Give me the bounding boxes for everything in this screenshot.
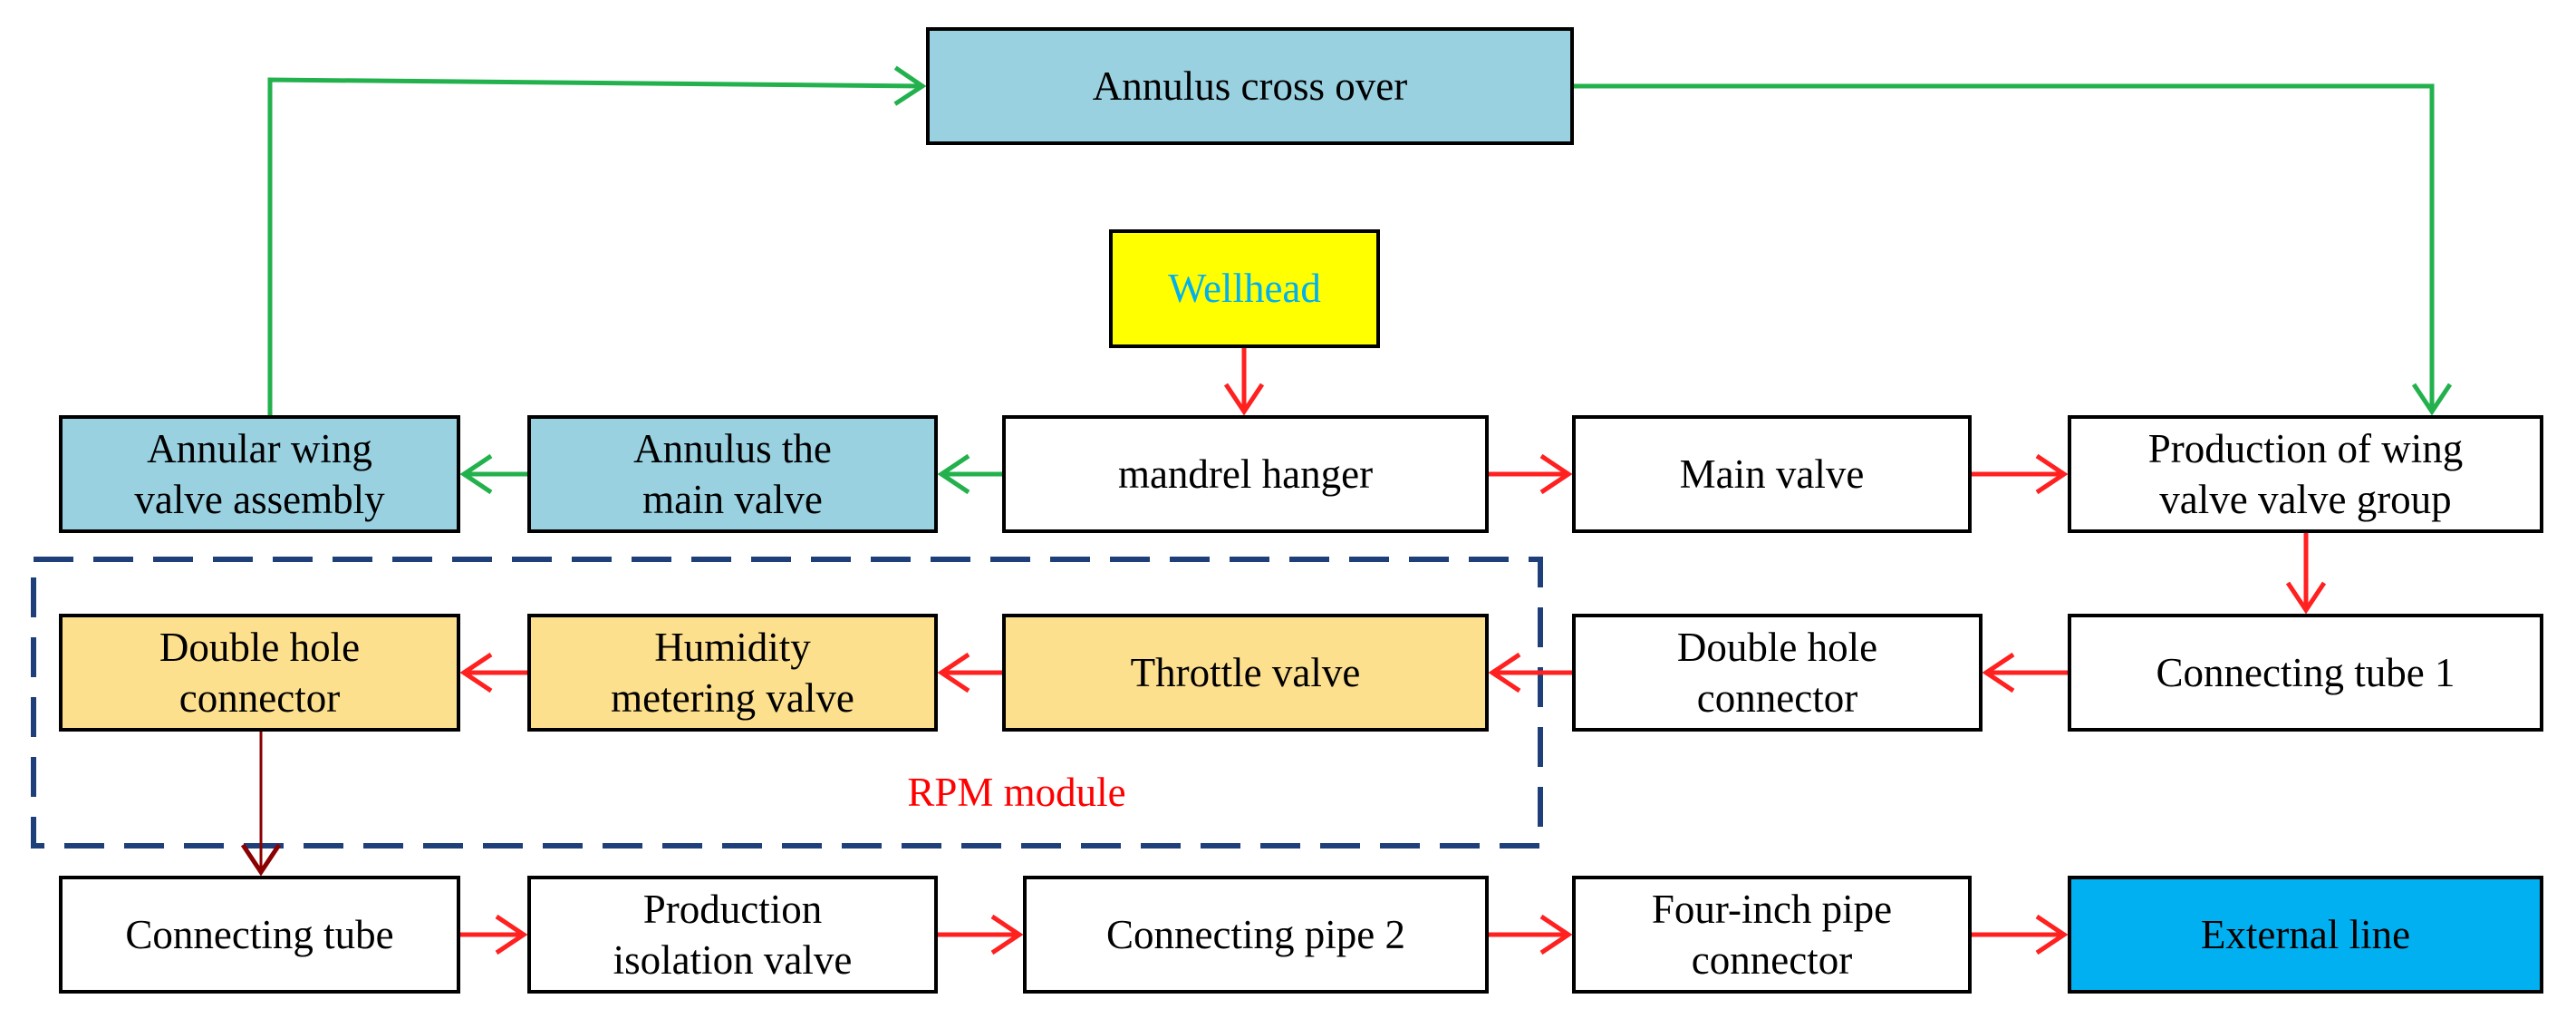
- edge-double-hole-connector-to-throttle-valve: [1488, 652, 1572, 693]
- rpm-module-label-text: RPM module: [907, 770, 1126, 815]
- node-label: Humidity metering valve: [611, 624, 854, 721]
- node-double-hole-connector-rpm: Double hole connector: [59, 614, 460, 732]
- node-mandrel-hanger: mandrel hanger: [1002, 415, 1489, 533]
- node-label: mandrel hanger: [1117, 451, 1374, 497]
- node-label: Production of wing valve valve group: [2147, 425, 2464, 522]
- node-production-wing-valve-group: Production of wing valve valve group: [2068, 415, 2543, 533]
- node-wellhead: Wellhead: [1109, 229, 1380, 348]
- node-label: External line: [2200, 911, 2411, 957]
- rpm-module-boundary: [31, 557, 1543, 849]
- node-label: Annulus cross over: [1092, 63, 1408, 109]
- arrow-head: [495, 914, 528, 955]
- arrow-head: [990, 914, 1024, 955]
- node-double-hole-connector: Double hole connector: [1572, 614, 1983, 732]
- edge-wellhead-to-mandrel-hanger: [1223, 348, 1265, 416]
- edge-annular-wing-valve-assembly-to-annulus-cross-over: [267, 65, 927, 415]
- edge-line: [267, 77, 923, 415]
- node-external-line: External line: [2068, 876, 2543, 994]
- node-humidity-metering-valve: Humidity metering valve: [527, 614, 938, 732]
- edge-line: [1574, 83, 2435, 412]
- arrow-head: [2285, 581, 2327, 615]
- edge-main-valve-to-production-wing-valve-group: [1972, 453, 2069, 495]
- arrow-head: [240, 843, 282, 877]
- arrow-head: [1539, 914, 1573, 955]
- node-main-valve: Main valve: [1572, 415, 1972, 533]
- arrow-head: [937, 453, 970, 495]
- edge-production-wing-valve-group-to-connecting-tube-1: [2285, 533, 2327, 615]
- node-connecting-tube-1: Connecting tube 1: [2068, 614, 2543, 732]
- edge-connecting-pipe-2-to-four-inch-pipe-connector: [1489, 914, 1573, 955]
- edge-four-inch-pipe-connector-to-external-line: [1972, 914, 2069, 955]
- edge-humidity-metering-valve-to-double-hole-connector-rpm: [459, 652, 527, 693]
- edge-connecting-tube-to-production-isolation-valve: [460, 914, 528, 955]
- edge-production-isolation-valve-to-connecting-pipe-2: [938, 914, 1024, 955]
- arrow-head: [893, 65, 927, 106]
- edge-connecting-tube-1-to-double-hole-connector: [1982, 652, 2068, 693]
- arrow-head: [1223, 383, 1265, 416]
- edge-double-hole-connector-rpm-to-connecting-tube: [240, 732, 282, 877]
- node-label: Annulus the main valve: [633, 425, 832, 522]
- node-annulus-cross-over: Annulus cross over: [926, 27, 1574, 145]
- node-throttle-valve: Throttle valve: [1002, 614, 1489, 732]
- node-label: Four-inch pipe connector: [1651, 886, 1893, 983]
- edge-throttle-valve-to-humidity-metering-valve: [937, 652, 1002, 693]
- rpm-module-label: RPM module: [907, 769, 1125, 816]
- arrow-head: [1982, 652, 2015, 693]
- node-annular-wing-valve-assembly: Annular wing valve assembly: [59, 415, 460, 533]
- arrow-head: [2411, 383, 2453, 416]
- arrow-head: [937, 652, 970, 693]
- node-label: Annular wing valve assembly: [134, 425, 385, 522]
- node-four-inch-pipe-connector: Four-inch pipe connector: [1572, 876, 1972, 994]
- node-annulus-main-valve: Annulus the main valve: [527, 415, 938, 533]
- node-label: Connecting tube: [125, 911, 394, 957]
- node-label: Main valve: [1679, 451, 1865, 497]
- node-label: Connecting pipe 2: [1106, 911, 1405, 957]
- edge-annulus-cross-over-to-production-wing-valve-group: [1574, 83, 2453, 416]
- node-label: Double hole connector: [1676, 624, 1878, 721]
- node-connecting-tube: Connecting tube: [59, 876, 460, 994]
- node-label: Throttle valve: [1130, 649, 1361, 695]
- node-label: Production isolation valve: [613, 886, 853, 983]
- edge-mandrel-hanger-to-main-valve: [1489, 453, 1573, 495]
- arrow-head: [1488, 652, 1521, 693]
- arrow-head: [1539, 453, 1573, 495]
- edge-mandrel-hanger-to-annulus-main-valve: [937, 453, 1002, 495]
- arrow-head: [2035, 914, 2069, 955]
- arrow-head: [459, 652, 493, 693]
- arrow-head: [459, 453, 493, 495]
- edge-annulus-main-valve-to-annular-wing-valve-assembly: [459, 453, 527, 495]
- node-connecting-pipe-2: Connecting pipe 2: [1023, 876, 1489, 994]
- node-label: Connecting tube 1: [2156, 649, 2455, 695]
- node-label: Wellhead: [1168, 266, 1321, 312]
- node-production-isolation-valve: Production isolation valve: [527, 876, 938, 994]
- arrow-head: [2035, 453, 2069, 495]
- node-label: Double hole connector: [159, 624, 361, 721]
